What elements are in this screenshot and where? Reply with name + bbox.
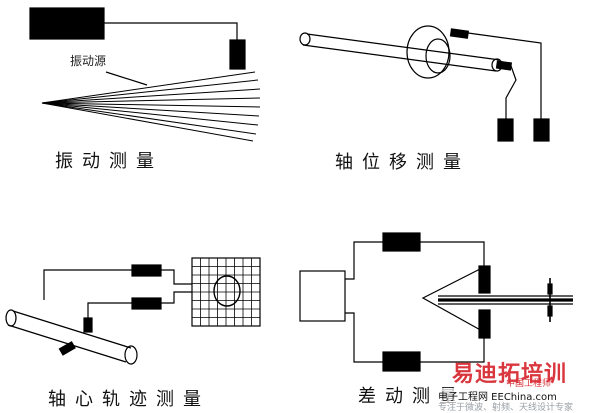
orbit-panel <box>5 257 261 365</box>
differential-caption: 差动测量 <box>358 386 466 407</box>
watermark-brand: 易迪拓培训 <box>452 362 568 387</box>
watermark-brand-sub: 中国工程师 <box>506 379 552 389</box>
axial-disc-inner <box>425 38 451 74</box>
differential-instrument-box <box>299 270 346 322</box>
axial-disc-outer <box>406 25 450 79</box>
orbit-link-x <box>161 269 192 285</box>
axial-cable-left <box>505 65 517 121</box>
differential-amplifier-bottom <box>382 351 421 372</box>
axial-panel <box>299 25 550 142</box>
orbit-shaft-end-right <box>124 345 138 365</box>
orbit-cable-x <box>43 269 132 300</box>
orbit-cable-y <box>87 302 132 318</box>
watermark-site: 电子工程网 EEChina.com <box>438 388 557 403</box>
orbit-amplifier-x <box>131 264 162 277</box>
differential-collar-pad-top <box>547 283 553 295</box>
vibration-instrument-box <box>29 7 105 40</box>
axial-connector-right <box>533 118 550 142</box>
axial-cable-right <box>467 32 542 121</box>
orbit-shaft <box>7 310 132 363</box>
axial-caption: 轴位移测量 <box>335 152 470 173</box>
axial-shaft-end <box>299 32 311 46</box>
orbit-amplifier-y <box>131 297 162 310</box>
axial-connector-left <box>497 118 514 142</box>
differential-cone <box>421 266 485 333</box>
orbit-caption: 轴心轨迹测量 <box>48 389 210 410</box>
differential-panel <box>299 232 573 372</box>
differential-lead-bottom <box>420 338 485 363</box>
orbit-link-y <box>161 291 192 304</box>
vibration-source-label: 振动源 <box>70 54 107 68</box>
vibration-cable <box>104 22 238 42</box>
differential-cable-bottom <box>345 312 383 363</box>
vibration-fan-beam <box>41 71 261 142</box>
differential-cable-top <box>345 241 383 280</box>
watermark-overlay-text: 专注于微波、射频、天线设计专家 <box>438 403 574 413</box>
orbit-probe-top <box>83 317 93 333</box>
vibration-caption: 振动测量 <box>55 151 163 172</box>
differential-probe-top <box>478 265 491 294</box>
axial-probe-end <box>495 60 513 71</box>
axial-shaft <box>302 33 501 72</box>
orbit-probe-bottom <box>58 341 76 356</box>
differential-collar-pad-bottom <box>547 305 553 317</box>
orbit-shaft-end-left <box>5 309 17 327</box>
orbit-trace <box>213 275 241 307</box>
axial-probe-top <box>449 28 470 39</box>
vibration-probe <box>229 39 246 70</box>
source-leader-line <box>105 71 148 86</box>
differential-lead-top <box>420 241 485 266</box>
differential-probe-bottom <box>478 309 491 339</box>
vibration-panel <box>29 7 261 142</box>
oscilloscope-grid <box>192 258 260 326</box>
watermark: 易迪拓培训 中国工程师 电子工程网 EEChina.com 专注于微波、射频、天… <box>432 356 590 413</box>
differential-amplifier-top <box>382 232 421 252</box>
